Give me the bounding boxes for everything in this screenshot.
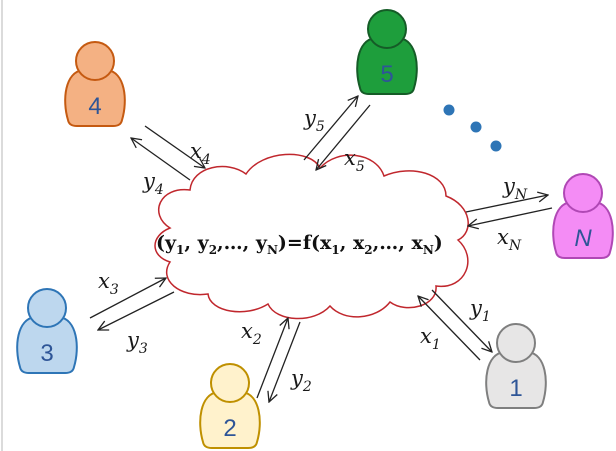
arrow-from-party-N (468, 207, 553, 226)
label-x4: x4 (190, 139, 211, 168)
arrow-to-party-1 (431, 289, 492, 352)
arrow-from-party-2 (256, 318, 288, 399)
arrow-to-party-3 (98, 291, 175, 330)
arrow-to-party-2 (269, 321, 301, 402)
arrow-to-party-4 (131, 138, 191, 181)
person-head (563, 173, 603, 213)
label-xN: xN (497, 225, 522, 254)
arrows (89, 96, 553, 402)
arrow-from-party-5 (316, 104, 371, 170)
person-icon-3: 3 (16, 288, 78, 374)
arrow-to-party-5 (303, 96, 358, 161)
label-x2: x2 (241, 319, 262, 348)
person-head (75, 41, 115, 81)
person-icon-1: 1 (485, 323, 547, 409)
person-body (552, 201, 614, 259)
arrow-from-party-4 (144, 125, 205, 168)
ellipsis-dot (443, 104, 455, 116)
ellipsis-dot (470, 121, 482, 133)
party-label: 4 (88, 93, 101, 120)
party-label: 3 (40, 340, 53, 367)
label-yN: yN (502, 174, 528, 203)
person-head (27, 288, 67, 328)
parties: 4 5N 3 2 1 (16, 9, 614, 449)
label-x1: x1 (420, 324, 441, 353)
person-head (367, 9, 407, 49)
computation-cloud (154, 153, 469, 320)
label-y5: y5 (303, 106, 325, 135)
party-label: 2 (223, 415, 236, 442)
person-icon-4: 4 (64, 41, 126, 127)
party-label: 1 (509, 375, 522, 402)
person-body (485, 351, 547, 409)
person-icon-2: 2 (199, 363, 261, 449)
function-formula: (y1, y2,…, yN)=f(x1, x2,…, xN) (156, 232, 443, 257)
arrow-to-party-N (465, 195, 548, 213)
label-y1: y1 (469, 296, 491, 325)
arrow-from-party-1 (418, 296, 481, 361)
label-x5: x5 (344, 146, 365, 175)
arrow-from-party-3 (89, 278, 166, 319)
person-body (64, 69, 126, 127)
party-label: N (574, 225, 592, 252)
person-icon-N: N (552, 173, 614, 259)
label-x3: x3 (98, 269, 119, 298)
person-body (16, 316, 78, 374)
person-body (356, 37, 418, 95)
label-y3: y3 (126, 328, 148, 357)
ellipsis-dots (443, 104, 502, 152)
label-y4: y4 (142, 169, 164, 198)
message-labels: x4 y4 y5 x5 yN xN x3 y3 x2 y2 y1 x1 (98, 106, 528, 395)
party-label: 5 (380, 61, 393, 88)
person-icon-5: 5 (356, 9, 418, 95)
label-y2: y2 (290, 366, 312, 395)
ellipsis-dot (490, 140, 502, 152)
person-head (496, 323, 536, 363)
person-body (199, 391, 261, 449)
person-head (210, 363, 250, 403)
